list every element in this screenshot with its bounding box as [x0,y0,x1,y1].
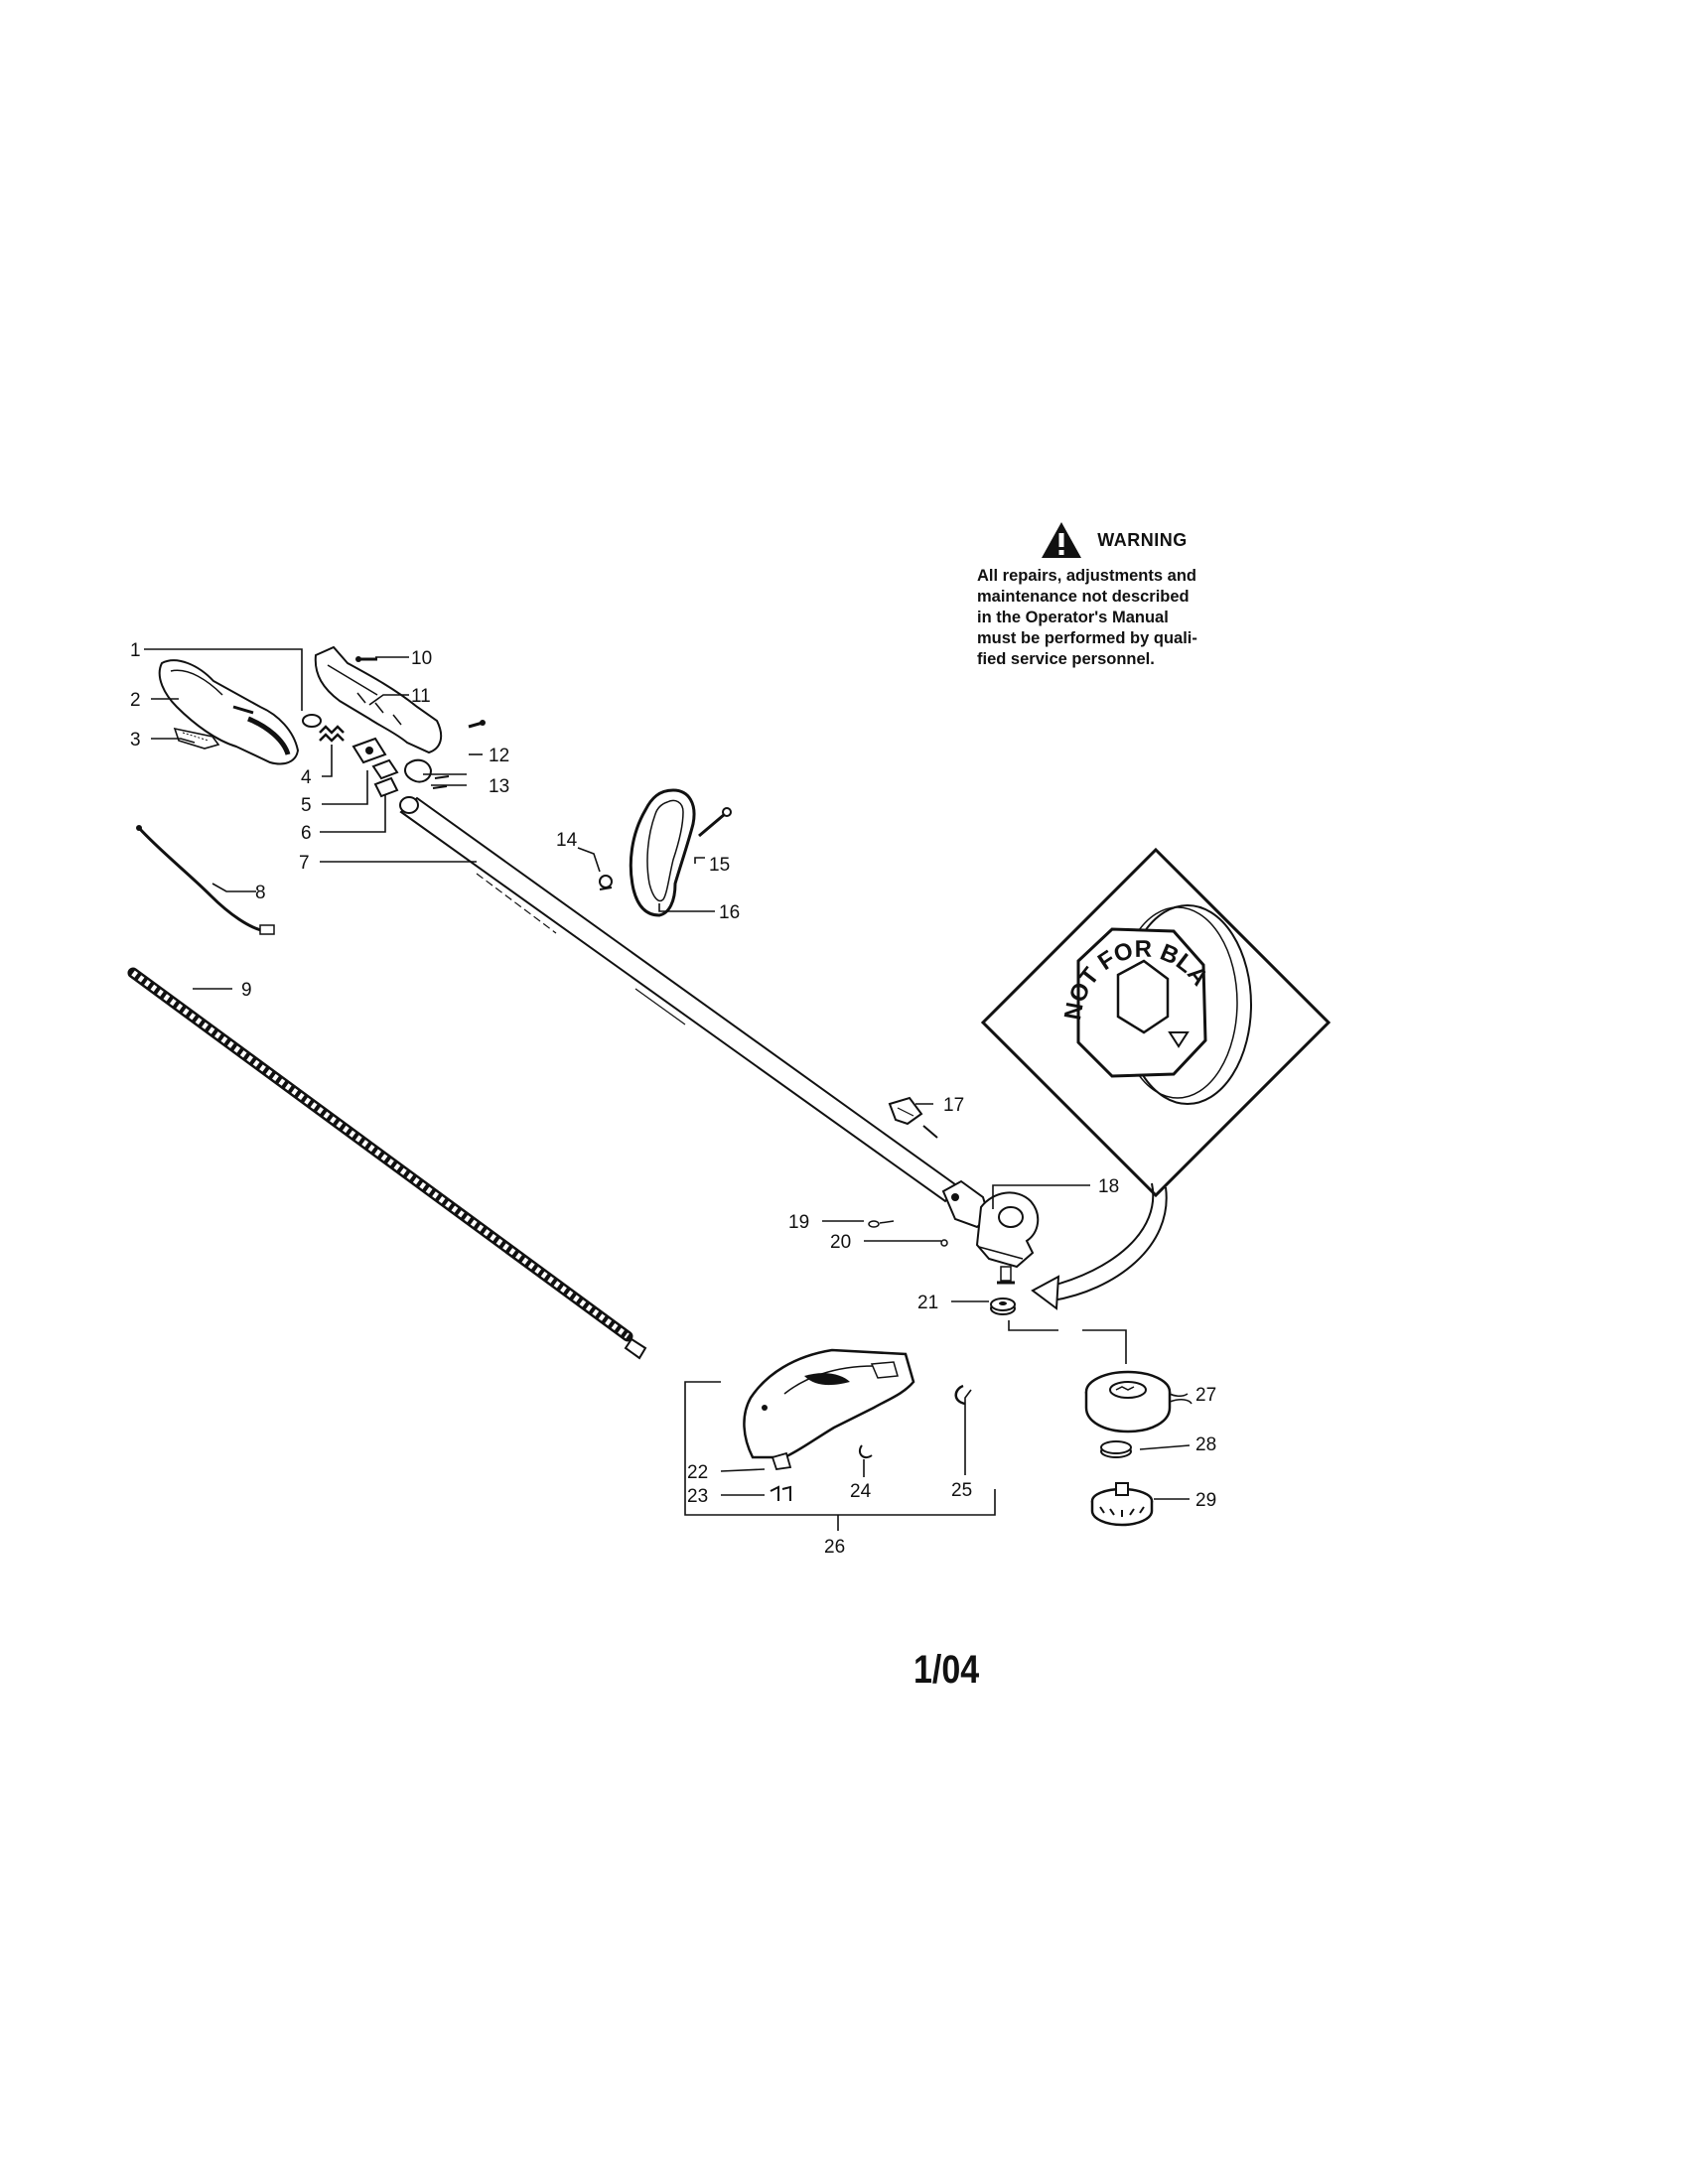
tap-knob [1090,1482,1154,1527]
handle-screws [355,656,486,729]
shield-assembly-bracket [684,1381,996,1531]
callout-12: 12 [489,746,509,766]
spool-bracket [1008,1320,1127,1364]
throttle-handle-left [158,659,300,765]
callout-10: 10 [411,648,432,669]
spool-spring-washer [1100,1440,1132,1458]
callout-24: 24 [850,1481,872,1502]
warning-header: WARNING [977,520,1250,560]
gear-head [941,1179,1040,1285]
callout-15: 15 [709,855,730,876]
warning-line: must be performed by quali- [977,629,1197,647]
callout-5: 5 [301,795,312,816]
throttle-cable [136,825,275,935]
warning-title: WARNING [1097,529,1188,550]
shield-hardware [770,1384,966,1501]
callout-19: 19 [788,1212,809,1233]
callout-4: 4 [301,767,312,788]
loop-handle [599,788,732,917]
callout-25: 25 [951,1480,972,1501]
gear-head-washer [990,1297,1016,1315]
callout-23: 23 [687,1486,708,1507]
callout-14: 14 [556,830,578,851]
flex-drive-shaft [127,967,647,1360]
callout-26: 26 [824,1537,845,1558]
callout-22: 22 [687,1462,708,1483]
handle-clamp-parts [351,737,450,798]
callout-21: 21 [917,1293,938,1313]
callout-9: 9 [241,980,252,1001]
callout-16: 16 [719,902,740,923]
callout-3: 3 [130,730,141,751]
callout-11: 11 [411,686,431,707]
callout-20: 20 [830,1232,851,1253]
callout-7: 7 [299,853,310,874]
callout-29: 29 [1195,1490,1216,1511]
grass-shield [743,1348,915,1459]
callout-8: 8 [255,883,266,903]
callout-28: 28 [1195,1434,1216,1455]
warning-line: All repairs, adjustments and [977,567,1196,585]
shield-bracket [888,1096,938,1139]
callout-18: 18 [1098,1176,1119,1197]
callout-numbers: 1 2 3 4 5 6 7 8 9 10 11 12 13 14 15 16 1… [130,640,1216,1558]
warning-message: All repairs, adjustments and maintenance… [977,566,1250,670]
detail-pointer-arrow [1031,1182,1168,1310]
small-fasteners [868,1220,948,1247]
warning-triangle-icon [1042,522,1082,558]
warning-line: in the Operator's Manual [977,609,1169,626]
trimmer-spool [1084,1370,1193,1433]
callout-27: 27 [1195,1385,1216,1406]
page-code: 1/04 [913,1648,980,1692]
leader-lines [144,648,1191,1500]
warning-line: fied service personnel. [977,650,1155,668]
handle-springs [302,714,345,743]
warning-line: maintenance not described [977,588,1190,606]
callout-17: 17 [943,1095,964,1116]
throttle-handle-right [314,645,443,754]
warning-notice: WARNING All repairs, adjustments and mai… [977,520,1250,670]
callout-2: 2 [130,690,141,711]
callout-13: 13 [489,776,509,797]
callout-1: 1 [130,640,141,661]
callout-6: 6 [301,823,312,844]
